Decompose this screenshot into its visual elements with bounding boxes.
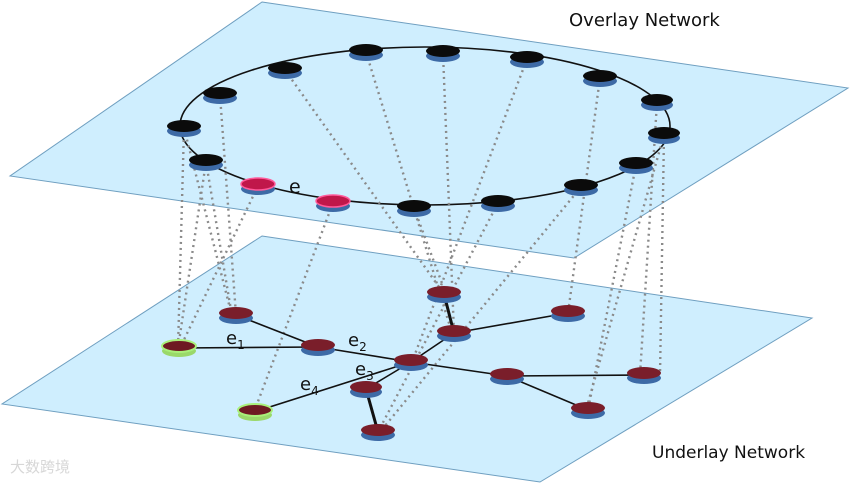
underlay-node — [490, 368, 524, 385]
overlay-title: Overlay Network — [569, 10, 720, 31]
overlay-node — [189, 154, 223, 171]
overlay-node — [349, 44, 383, 61]
underlay-node — [394, 354, 428, 371]
overlay-node — [510, 51, 544, 68]
underlay-node-endpoint — [237, 403, 273, 421]
overlay-nodes — [167, 44, 680, 217]
overlay-node-highlight — [315, 194, 351, 212]
overlay-node — [619, 157, 653, 174]
overlay-node — [564, 179, 598, 196]
overlay-node — [268, 62, 302, 79]
watermark: 大数跨境 — [10, 458, 71, 476]
overlay-node — [583, 70, 617, 87]
edge-label-e4: e4 — [300, 374, 319, 398]
overlay-node — [426, 45, 460, 62]
underlay-nodes — [161, 286, 661, 441]
overlay-node — [648, 127, 680, 144]
overlay-node — [397, 200, 431, 217]
overlay-node — [481, 195, 515, 212]
underlay-node-endpoint — [161, 339, 197, 357]
overlay-node — [203, 87, 237, 104]
overlay-node-highlight — [240, 177, 276, 195]
underlay-node — [437, 325, 471, 342]
underlay-node — [350, 381, 382, 398]
underlay-node — [301, 339, 335, 356]
overlay-plane — [8, 1, 850, 259]
mapping-lines — [176, 51, 666, 433]
overlay-node — [167, 120, 201, 137]
underlay-node — [427, 286, 461, 303]
edge-label-e3: e3 — [355, 359, 374, 383]
overlay-node — [641, 94, 673, 111]
underlay-title: Underlay Network — [652, 443, 805, 463]
underlay-node — [219, 307, 253, 324]
edge-label-e1: e1 — [226, 328, 245, 352]
underlay-node — [571, 402, 605, 419]
underlay-node — [627, 367, 661, 384]
overlay-edge-label: e — [289, 176, 301, 198]
underlay-node — [361, 424, 395, 441]
underlay-node — [551, 305, 585, 322]
edge-label-e2: e2 — [348, 330, 367, 354]
